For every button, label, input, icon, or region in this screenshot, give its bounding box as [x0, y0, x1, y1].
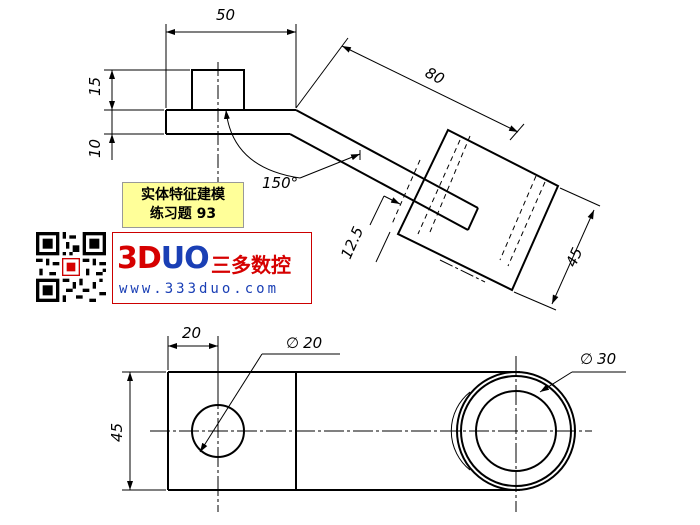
dim-angle: 150°	[262, 174, 298, 192]
front-boss	[396, 128, 560, 292]
dim-arm-length: 80	[422, 64, 447, 89]
dim-hole-diameter: ∅20	[286, 334, 322, 352]
dim-arm-thickness: 12.5	[337, 224, 367, 262]
dim-lower-height: 10	[86, 139, 104, 158]
brand-letters-red: 3D	[117, 241, 162, 276]
brand-url: www.333duo.com	[119, 281, 280, 297]
front-view	[165, 69, 560, 292]
title-line-2: 练习题 93	[149, 206, 217, 222]
dim-top-width: 50	[216, 6, 235, 24]
dim-plan-width: 20	[182, 324, 201, 342]
qr-code-icon	[36, 232, 106, 302]
brand-letters-blue: UO	[160, 241, 210, 276]
exercise-title-card: 实体特征建模 练习题 93	[122, 182, 244, 228]
dim-boss-diameter: ∅30	[580, 350, 616, 368]
dim-upper-height: 15	[86, 77, 104, 96]
dim-boss-height: 45	[562, 245, 586, 270]
brand-chinese-name: 三多数控	[211, 253, 291, 277]
title-line-1: 实体特征建模	[141, 187, 225, 203]
brand-mark: 3DUO	[117, 241, 210, 276]
dim-plan-height: 45	[108, 423, 126, 442]
brand-logo: 3DUO 三多数控 www.333duo.com	[112, 232, 312, 304]
